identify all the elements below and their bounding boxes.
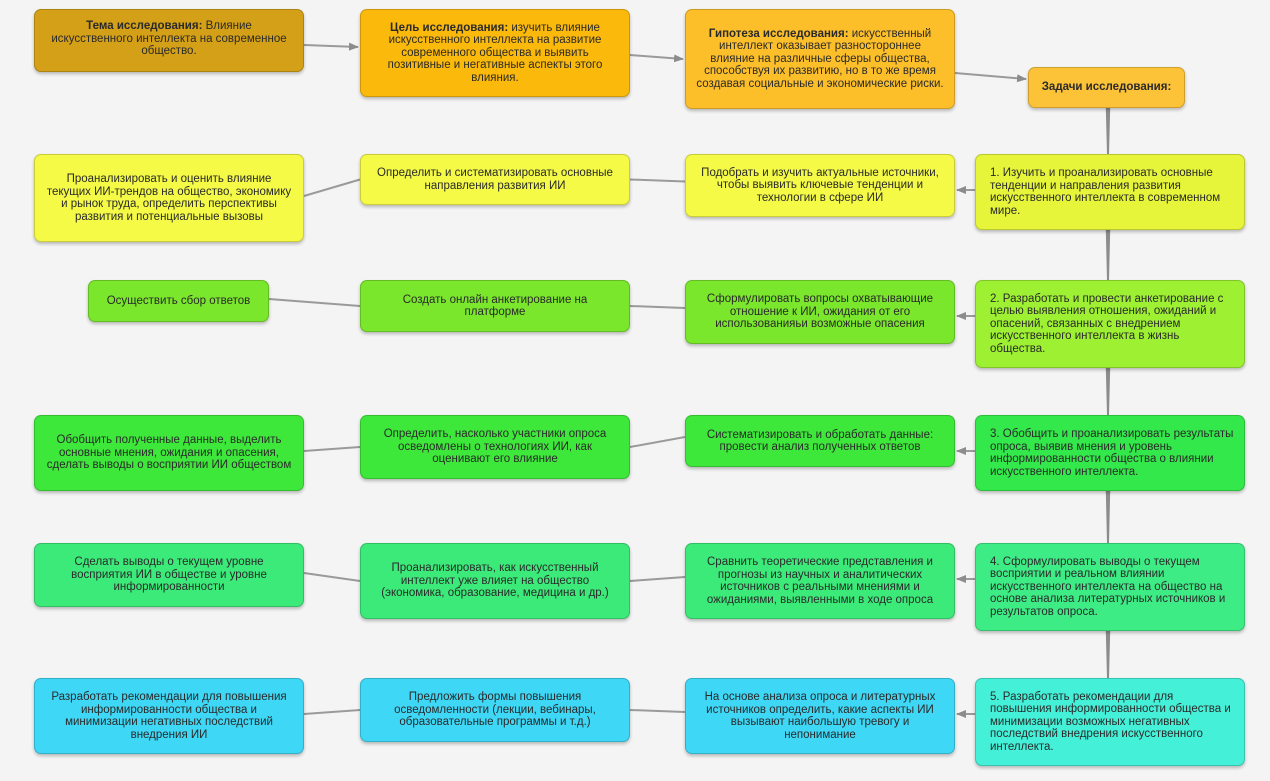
step-text-1-3: Проанализировать и оценить влияние текущ… xyxy=(46,173,292,223)
connector-step-5-b xyxy=(303,709,361,715)
step-text-5-1: На основе анализа опроса и литературных … xyxy=(704,691,936,741)
connector-step-1-a xyxy=(629,178,686,183)
task-text-3: 3. Обобщить и проанализировать результат… xyxy=(990,428,1234,478)
connector-goal-hypothesis xyxy=(629,54,684,63)
tasks-label: Задачи исследования: xyxy=(1041,81,1172,94)
step-text-4-3: Сделать выводы о текущем уровне восприят… xyxy=(71,556,267,594)
task-text-4: 4. Сформулировать выводы о текущем воспр… xyxy=(990,555,1226,618)
step-node-1-3[interactable]: Проанализировать и оценить влияние текущ… xyxy=(34,154,304,242)
task-node-3[interactable]: 3. Обобщить и проанализировать результат… xyxy=(975,415,1245,491)
step-node-4-1[interactable]: Сравнить теоретические представления и п… xyxy=(685,543,955,619)
connector-step-2-a xyxy=(629,305,686,309)
hypothesis-node[interactable]: Гипотеза исследования: искусственный инт… xyxy=(685,9,955,109)
connector-step-5-a xyxy=(629,709,686,713)
step-text-2-3: Осуществить сбор ответов xyxy=(106,294,251,307)
step-node-3-1[interactable]: Систематизировать и обработать данные: п… xyxy=(685,415,955,467)
task-text-1: 1. Изучить и проанализировать основные т… xyxy=(990,167,1221,217)
task-node-5[interactable]: 5. Разработать рекомендации для повышени… xyxy=(975,678,1245,766)
step-text-4-2: Проанализировать, как искусственный инте… xyxy=(381,562,609,600)
goal-text: изучить влияние искусственного интеллект… xyxy=(387,21,603,84)
topic-label: Тема исследования: xyxy=(86,20,203,32)
spine-tasks-1 xyxy=(1105,108,1111,154)
tasks-node[interactable]: Задачи исследования: xyxy=(1028,67,1185,108)
step-text-5-2: Предложить формы повышения осведомленнос… xyxy=(394,691,596,729)
step-node-5-1[interactable]: На основе анализа опроса и литературных … xyxy=(685,678,955,754)
step-text-3-2: Определить, насколько участники опроса о… xyxy=(383,428,607,466)
step-node-2-3[interactable]: Осуществить сбор ответов xyxy=(88,280,269,322)
task-text-2: 2. Разработать и провести анкетирование … xyxy=(990,292,1224,355)
task-text-5: 5. Разработать рекомендации для повышени… xyxy=(990,690,1231,753)
step-node-2-1[interactable]: Сформулировать вопросы охватывающие отно… xyxy=(685,280,955,344)
connector-step-4-a xyxy=(629,576,686,582)
task-node-1[interactable]: 1. Изучить и проанализировать основные т… xyxy=(975,154,1245,230)
goal-label: Цель исследования: xyxy=(390,21,509,34)
step-text-2-1: Сформулировать вопросы охватывающие отно… xyxy=(706,293,934,331)
step-node-1-1[interactable]: Подобрать и изучить актуальные источники… xyxy=(685,154,955,217)
step-text-1-1: Подобрать и изучить актуальные источники… xyxy=(701,166,939,204)
topic-node[interactable]: Тема исследования: Влияние искусственног… xyxy=(34,9,304,72)
step-text-4-1: Сравнить теоретические представления и п… xyxy=(706,556,934,606)
step-node-3-2[interactable]: Определить, насколько участники опроса о… xyxy=(360,415,630,479)
step-node-4-3[interactable]: Сделать выводы о текущем уровне восприят… xyxy=(34,543,304,607)
step-node-3-3[interactable]: Обобщить полученные данные, выделить осн… xyxy=(34,415,304,491)
step-node-4-2[interactable]: Проанализировать, как искусственный инте… xyxy=(360,543,630,619)
step-text-5-3: Разработать рекомендации для повышения и… xyxy=(51,691,287,741)
connector-step-3-b xyxy=(303,446,361,452)
step-text-2-2: Создать онлайн анкетирование на платформ… xyxy=(402,293,588,319)
spine-3-4 xyxy=(1105,491,1111,543)
connector-step-1-b xyxy=(303,178,361,197)
connector-step-2-b xyxy=(268,298,361,307)
step-text-3-1: Систематизировать и обработать данные: п… xyxy=(706,428,934,454)
hypothesis-text: искусственный интеллект оказывает разнос… xyxy=(696,27,944,90)
task-node-4[interactable]: 4. Сформулировать выводы о текущем воспр… xyxy=(975,543,1245,631)
step-node-1-2[interactable]: Определить и систематизировать основные … xyxy=(360,154,630,205)
step-node-5-3[interactable]: Разработать рекомендации для повышения и… xyxy=(34,678,304,754)
connector-hypothesis-tasks xyxy=(954,72,1027,83)
spine-1-2 xyxy=(1105,230,1111,280)
step-text-1-2: Определить и систематизировать основные … xyxy=(377,167,613,192)
spine-2-3 xyxy=(1105,368,1111,415)
connector-topic-goal xyxy=(303,42,359,51)
hypothesis-label: Гипотеза исследования: xyxy=(708,27,849,40)
topic-text: Влияние искусственного интеллекта на сов… xyxy=(51,20,287,57)
task-node-2[interactable]: 2. Разработать и провести анкетирование … xyxy=(975,280,1245,368)
spine-4-5 xyxy=(1105,631,1111,678)
connector-step-4-b xyxy=(303,572,361,582)
connector-step-3-a xyxy=(629,436,686,448)
step-node-5-2[interactable]: Предложить формы повышения осведомленнос… xyxy=(360,678,630,742)
step-text-3-3: Обобщить полученные данные, выделить осн… xyxy=(46,434,292,472)
step-node-2-2[interactable]: Создать онлайн анкетирование на платформ… xyxy=(360,280,630,332)
goal-node[interactable]: Цель исследования: изучить влияние искус… xyxy=(360,9,630,97)
